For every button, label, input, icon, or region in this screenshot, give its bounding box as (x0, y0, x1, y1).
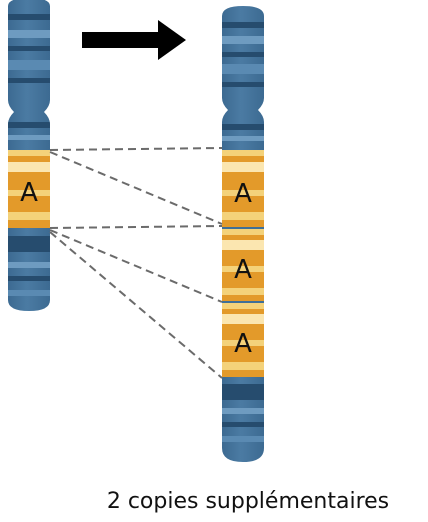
gene-copy-1 (222, 150, 264, 227)
original-chromosome (8, 0, 50, 311)
gene-label-original: A (20, 178, 38, 208)
gene-copy-3 (222, 303, 264, 377)
gene-region-a (8, 150, 50, 228)
gene-label-copy-3: A (234, 329, 252, 359)
gene-copy-2 (222, 229, 264, 301)
dashed-line (49, 225, 223, 229)
dashed-line (49, 147, 223, 151)
mapping-lines (49, 147, 223, 379)
dashed-line (49, 151, 223, 225)
gene-label-copy-1: A (234, 179, 252, 209)
chromosome-bands (222, 22, 264, 442)
dashed-line (49, 229, 223, 303)
caption: 2 copies supplémentaires (107, 489, 389, 514)
arrow-right-icon (82, 20, 186, 60)
duplicated-chromosome (222, 6, 264, 462)
chromosome-bands (8, 14, 50, 296)
dashed-line (49, 231, 223, 379)
gene-label-copy-2: A (234, 255, 252, 285)
